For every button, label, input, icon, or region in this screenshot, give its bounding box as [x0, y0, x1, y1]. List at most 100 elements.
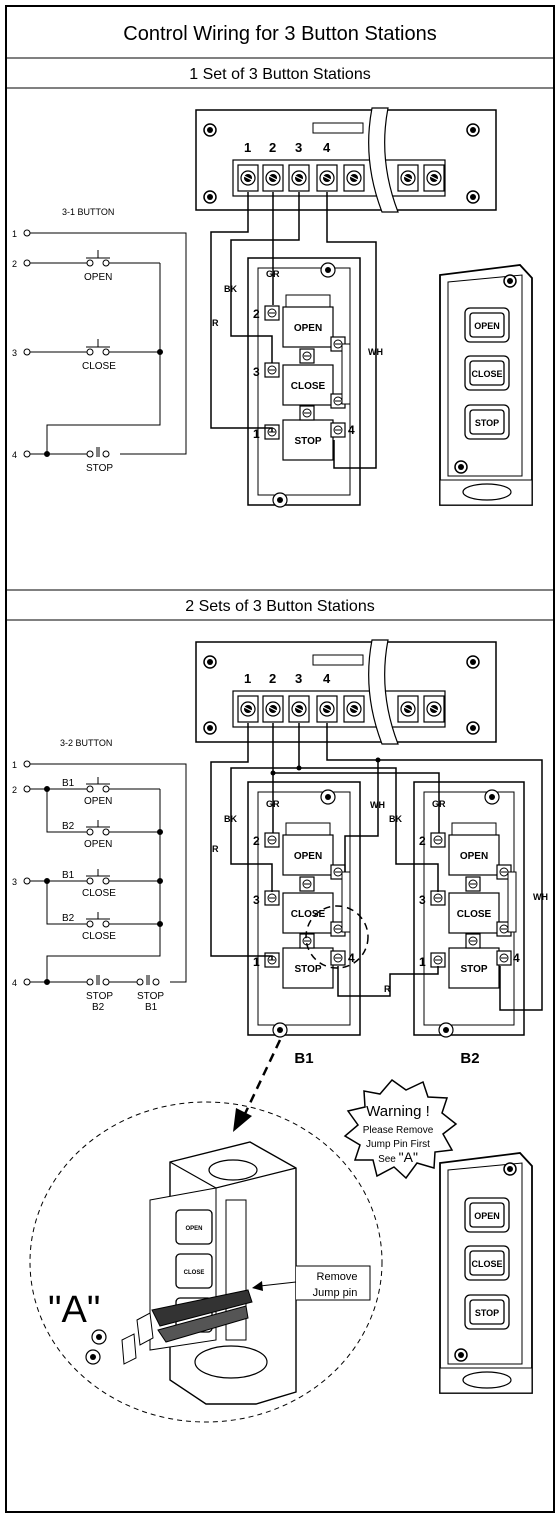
svg-text:OPEN: OPEN [460, 851, 488, 862]
svg-text:WH: WH [370, 800, 385, 810]
svg-text:2: 2 [419, 834, 426, 848]
screw-icon [203, 123, 217, 137]
svg-text:CLOSE: CLOSE [82, 888, 116, 899]
terminal-label-3: 3 [295, 140, 302, 155]
svg-text:3: 3 [12, 348, 17, 358]
svg-text:2: 2 [12, 785, 17, 795]
svg-text:OPEN: OPEN [84, 272, 112, 283]
screw-icon [466, 190, 480, 204]
svg-text:STOP: STOP [475, 1308, 499, 1318]
outer-border [5, 5, 555, 1513]
callout-remove: Remove [317, 1271, 358, 1283]
svg-text:CLOSE: CLOSE [82, 361, 116, 372]
svg-text:4: 4 [348, 951, 355, 965]
svg-text:B2: B2 [92, 1002, 105, 1013]
svg-text:B2: B2 [62, 821, 75, 832]
svg-text:CLOSE: CLOSE [471, 1259, 502, 1269]
detail-view-a: OPEN CLOSE "A" Remove Jump pin [29, 1101, 383, 1423]
svg-text:STOP: STOP [460, 964, 487, 975]
callout-jump-pin: Jump pin [313, 1287, 358, 1299]
svg-text:GR: GR [266, 799, 280, 809]
svg-text:4: 4 [12, 978, 17, 988]
svg-text:GR: GR [432, 799, 446, 809]
svg-text:Please Remove: Please Remove [363, 1125, 434, 1136]
svg-text:See "A": See "A" [378, 1149, 418, 1165]
svg-text:OPEN: OPEN [84, 839, 112, 850]
svg-text:B2: B2 [62, 913, 75, 924]
screw-icon [203, 190, 217, 204]
svg-text:3: 3 [419, 893, 426, 907]
svg-text:STOP: STOP [294, 964, 321, 975]
station-label-b2: B2 [460, 1050, 479, 1067]
svg-text:1: 1 [419, 955, 426, 969]
terminal-board-2: 1 2 3 4 [195, 639, 497, 745]
svg-text:OPEN: OPEN [185, 1226, 202, 1232]
svg-text:1: 1 [244, 671, 251, 686]
station-wiring-b1: OPEN CLOSE STOP 2 3 1 4 [247, 781, 361, 1038]
svg-text:STOP: STOP [294, 436, 321, 447]
section-1-heading: 1 Set of 3 Button Stations [189, 66, 370, 83]
svg-text:2: 2 [253, 834, 260, 848]
svg-text:STOP: STOP [137, 991, 164, 1002]
screw-icon [466, 123, 480, 137]
detail-label-a: "A" [48, 1289, 100, 1331]
svg-text:1: 1 [12, 760, 17, 770]
svg-text:4: 4 [323, 671, 331, 686]
svg-text:4: 4 [513, 951, 520, 965]
svg-text:2: 2 [253, 307, 260, 321]
wire-label-wh: WH [368, 347, 383, 357]
svg-text:STOP: STOP [475, 418, 499, 428]
svg-text:BK: BK [389, 814, 402, 824]
station-front-2: OPEN CLOSE STOP [439, 1152, 533, 1394]
svg-text:CLOSE: CLOSE [291, 909, 326, 920]
svg-text:4: 4 [348, 423, 355, 437]
svg-text:OPEN: OPEN [84, 796, 112, 807]
svg-text:1: 1 [253, 955, 260, 969]
svg-text:3: 3 [12, 877, 17, 887]
schematic-3-1-button: 3-1 BUTTON 1 2 3 4 OPEN CLOSE STOP [12, 207, 187, 474]
svg-text:B1: B1 [62, 870, 75, 881]
station-label-b1: B1 [294, 1050, 313, 1067]
section-2-heading: 2 Sets of 3 Button Stations [185, 598, 374, 615]
svg-text:OPEN: OPEN [294, 851, 322, 862]
schematic-1-label: 3-1 BUTTON [62, 207, 114, 217]
svg-text:CLOSE: CLOSE [291, 381, 326, 392]
svg-text:B1: B1 [145, 1002, 158, 1013]
svg-text:1: 1 [12, 229, 17, 239]
wire-label-gr: GR [266, 269, 280, 279]
svg-text:Jump Pin First: Jump Pin First [366, 1139, 430, 1150]
schematic-3-2-button: 3-2 BUTTON 1 2 3 4 B1 OPEN B2 OPEN B1 CL… [12, 738, 187, 1013]
svg-text:OPEN: OPEN [294, 323, 322, 334]
page-title: Control Wiring for 3 Button Stations [123, 23, 436, 45]
svg-text:OPEN: OPEN [474, 1211, 500, 1221]
terminal-label-1: 1 [244, 140, 251, 155]
svg-text:2: 2 [269, 671, 276, 686]
svg-text:4: 4 [12, 450, 17, 460]
svg-text:CLOSE: CLOSE [457, 909, 492, 920]
svg-text:R: R [212, 844, 219, 854]
warning-burst: Warning ! Please Remove Jump Pin First S… [343, 1078, 458, 1180]
svg-text:CLOSE: CLOSE [471, 369, 502, 379]
terminal-label-4: 4 [323, 140, 331, 155]
station-wiring-1: OPEN CLOSE STOP 2 3 1 4 [247, 257, 361, 508]
svg-text:2: 2 [12, 259, 17, 269]
svg-text:1: 1 [253, 427, 260, 441]
station-front-1: OPEN CLOSE STOP [439, 264, 533, 506]
station-wiring-b2: OPEN CLOSE STOP 2 3 1 4 [413, 781, 525, 1038]
svg-text:R: R [384, 984, 391, 994]
svg-text:B1: B1 [62, 778, 75, 789]
jump-pin-highlight [305, 905, 369, 969]
svg-text:WH: WH [533, 892, 548, 902]
svg-text:3: 3 [295, 671, 302, 686]
svg-text:3: 3 [253, 365, 260, 379]
schematic-2-label: 3-2 BUTTON [60, 738, 112, 748]
svg-text:3: 3 [253, 893, 260, 907]
wiring-2 [210, 723, 543, 1011]
svg-text:CLOSE: CLOSE [184, 1270, 205, 1276]
svg-text:OPEN: OPEN [474, 321, 500, 331]
svg-text:STOP: STOP [86, 463, 113, 474]
wire-label-bk: BK [224, 284, 237, 294]
svg-text:CLOSE: CLOSE [82, 931, 116, 942]
wire-label-r: R [212, 318, 219, 328]
